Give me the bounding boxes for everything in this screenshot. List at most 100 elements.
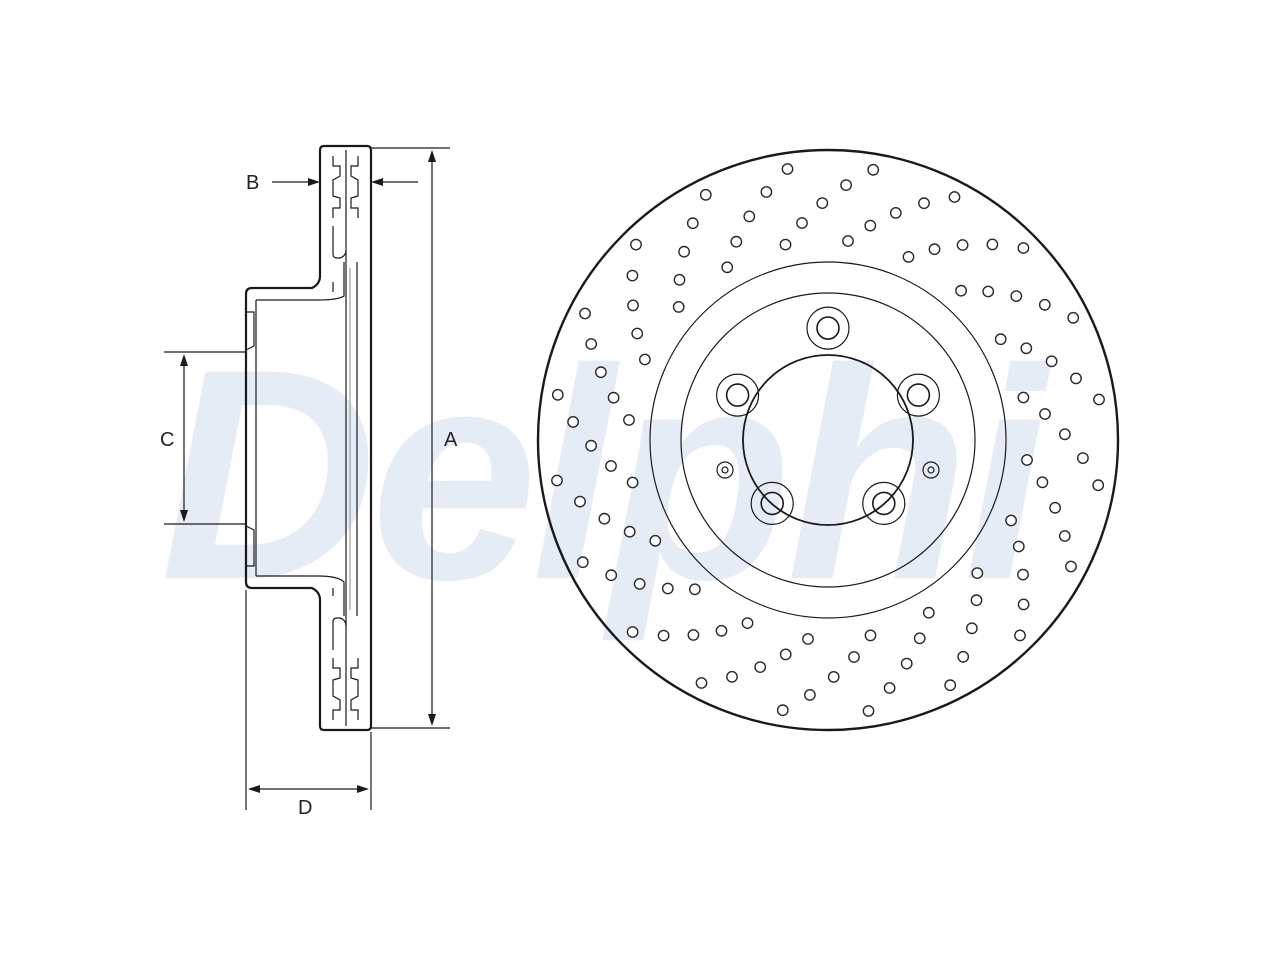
drill-hole xyxy=(922,606,935,619)
hat-inner-outline xyxy=(255,262,345,616)
drill-hole xyxy=(889,206,902,219)
drill-hole xyxy=(730,235,743,248)
drill-hole xyxy=(686,217,699,230)
drill-hole xyxy=(994,333,1007,346)
drill-hole xyxy=(840,179,852,192)
drill-hole xyxy=(827,671,840,683)
vent-slot-top xyxy=(332,156,359,259)
drill-hole xyxy=(883,682,896,694)
drill-hole xyxy=(639,353,651,366)
drill-hole xyxy=(687,629,700,641)
drill-hole xyxy=(779,238,792,251)
drill-hole xyxy=(630,238,642,251)
drill-hole xyxy=(1012,540,1025,553)
drill-hole xyxy=(779,648,792,661)
drill-hole xyxy=(631,327,644,340)
drill-hole xyxy=(585,338,598,350)
drill-hole xyxy=(848,651,860,663)
drill-hole xyxy=(605,569,618,582)
drill-hole xyxy=(579,307,591,320)
vent-slot-bottom xyxy=(332,617,359,720)
drill-hole xyxy=(957,650,970,663)
drill-hole xyxy=(672,300,685,313)
drill-hole xyxy=(673,273,686,286)
dim-d-label: D xyxy=(298,797,312,819)
drill-hole xyxy=(986,238,999,251)
drill-hole xyxy=(1049,501,1062,514)
bolt-hole-boss xyxy=(806,306,850,350)
hub-step xyxy=(245,311,255,567)
front-view xyxy=(536,148,1120,732)
bolt-hole-boss xyxy=(896,373,941,417)
drill-hole xyxy=(862,705,875,717)
drill-hole xyxy=(1017,568,1029,581)
drill-hole xyxy=(966,622,978,635)
drill-hole xyxy=(1067,311,1080,324)
drill-hole xyxy=(1045,355,1058,368)
drill-hole xyxy=(804,689,816,701)
drill-hole xyxy=(781,163,794,175)
dim-b-arrow-left xyxy=(308,178,320,186)
bolt-hole xyxy=(871,491,896,516)
drill-hole xyxy=(598,512,611,525)
drill-hole xyxy=(607,391,620,404)
drill-hole xyxy=(721,261,734,274)
dim-c-arrow-top xyxy=(180,354,188,366)
drill-hole xyxy=(567,415,579,428)
disc-section-outline xyxy=(244,144,373,732)
dim-c-arrow-bottom xyxy=(180,510,188,522)
drill-hole xyxy=(928,243,941,256)
drill-hole xyxy=(576,556,589,569)
drill-hole xyxy=(864,629,877,642)
drill-hole xyxy=(1014,629,1026,642)
drill-hole xyxy=(971,567,984,579)
drill-hole xyxy=(796,217,808,229)
drill-hole xyxy=(867,163,880,176)
drill-hole xyxy=(649,534,662,547)
dim-a-arrow-top xyxy=(428,150,436,162)
drill-hole xyxy=(913,632,926,645)
side-section-view: A B C D xyxy=(160,144,458,819)
dim-a-label: A xyxy=(444,429,458,451)
drill-hole xyxy=(1077,452,1089,464)
drill-hole xyxy=(678,245,690,258)
drill-hole xyxy=(1038,298,1051,311)
drill-hole xyxy=(726,670,738,683)
drill-hole xyxy=(816,197,829,210)
locating-hole-centre xyxy=(721,466,729,474)
drill-hole xyxy=(864,219,877,232)
drill-hole xyxy=(948,191,961,203)
drill-hole xyxy=(1036,476,1049,489)
drill-hole xyxy=(1058,530,1071,542)
drill-hole xyxy=(802,633,814,645)
drill-hole xyxy=(1005,514,1017,527)
drill-hole xyxy=(626,626,639,638)
drill-hole xyxy=(626,269,639,282)
bolt-hole-boss xyxy=(862,481,906,525)
drill-hole xyxy=(900,657,913,670)
drill-hole xyxy=(695,677,708,689)
dim-b-arrow-right xyxy=(371,178,383,186)
drill-hole xyxy=(944,679,957,692)
drill-hole xyxy=(754,661,767,673)
drill-hole xyxy=(715,624,728,637)
centre-bore xyxy=(742,354,914,526)
drill-hole xyxy=(661,582,674,595)
dim-b-label: B xyxy=(246,172,259,194)
drill-hole xyxy=(1010,290,1023,302)
bolt-hole-boss xyxy=(750,481,794,525)
bolt-hole xyxy=(906,383,931,407)
dim-d-arrow-left xyxy=(248,785,260,793)
drill-hole xyxy=(657,629,670,642)
drill-hole xyxy=(760,186,773,198)
friction-ring-inner-edge xyxy=(649,261,1007,619)
locating-hole xyxy=(922,461,940,479)
drill-hole xyxy=(699,188,712,201)
drill-hole xyxy=(623,525,636,538)
bolt-hole xyxy=(760,491,785,516)
hat-edge xyxy=(680,292,976,588)
drill-hole xyxy=(1017,391,1030,404)
drill-hole xyxy=(955,284,967,297)
locating-hole-centre xyxy=(927,466,935,474)
drill-hole xyxy=(574,495,586,508)
